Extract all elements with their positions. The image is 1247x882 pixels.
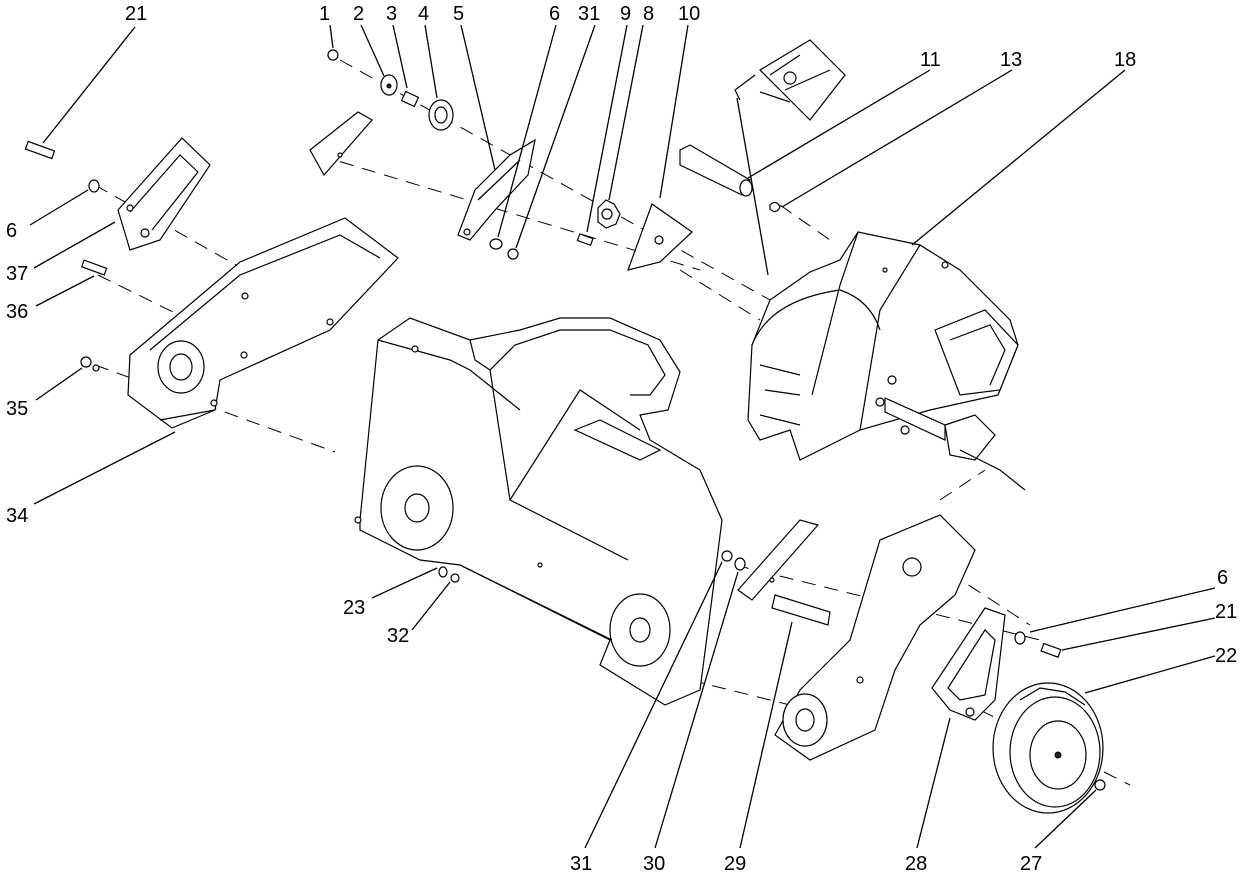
callout-29: 29 (724, 853, 746, 875)
leader-lines (29, 24, 1216, 849)
callout-13: 13 (1000, 49, 1022, 71)
scraper-bar (737, 519, 831, 626)
callout-3: 3 (386, 3, 397, 25)
callout-21-right: 21 (1215, 601, 1237, 623)
callout-32: 32 (387, 625, 409, 647)
callout-4: 4 (418, 3, 429, 25)
callout-22: 22 (1215, 645, 1237, 667)
wheel-bracket (931, 607, 1006, 721)
left-fasteners (24, 140, 108, 372)
auger-housing (354, 317, 723, 706)
callout-9: 9 (620, 3, 631, 25)
callout-27: 27 (1020, 853, 1042, 875)
top-hardware (327, 49, 454, 131)
callout-37: 37 (6, 263, 28, 285)
wheel (992, 682, 1104, 814)
callout-35: 35 (6, 398, 28, 420)
callout-6-left: 6 (6, 220, 17, 242)
callout-10: 10 (678, 3, 700, 25)
callout-34: 34 (6, 505, 28, 527)
nut (507, 248, 519, 260)
shaft-guard-strip (309, 111, 373, 177)
callout-28: 28 (905, 853, 927, 875)
callout-31-top: 31 (578, 3, 600, 25)
callout-2: 2 (353, 3, 364, 25)
callout-31-bottom: 31 (570, 853, 592, 875)
washer (489, 238, 503, 250)
callout-18: 18 (1114, 49, 1136, 71)
gusset-bracket (117, 137, 211, 251)
callout-30: 30 (643, 853, 665, 875)
engine (747, 231, 1026, 491)
callout-36: 36 (6, 301, 28, 323)
chute-control (679, 39, 846, 276)
callout-23: 23 (343, 597, 365, 619)
callout-6-right: 6 (1217, 567, 1228, 589)
right-side-plate (774, 514, 976, 761)
gear-and-plate (576, 199, 693, 271)
chute-bracket (457, 138, 536, 241)
callout-8: 8 (643, 3, 654, 25)
left-side-plate (127, 217, 399, 429)
callout-1: 1 (319, 3, 330, 25)
callout-21-top-left: 21 (125, 3, 147, 25)
callout-11: 11 (920, 49, 941, 71)
callout-5: 5 (453, 3, 464, 25)
right-fasteners (438, 550, 1106, 791)
callout-labels: 21 6 37 36 35 34 1 2 3 4 5 6 31 9 8 10 1… (6, 3, 1237, 875)
callout-6-top: 6 (549, 3, 560, 25)
